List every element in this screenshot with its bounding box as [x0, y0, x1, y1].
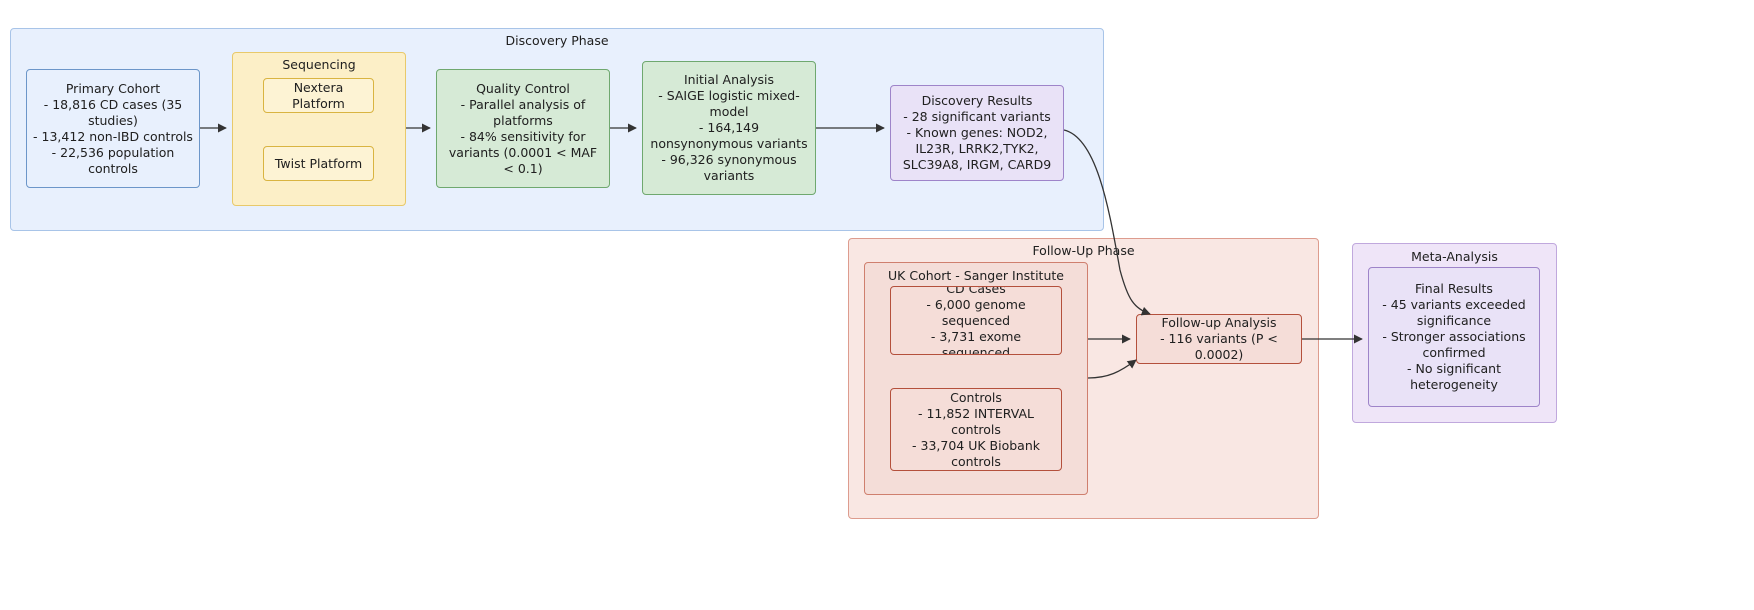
subgraph-sequencing: Sequencing: [232, 52, 406, 206]
subgraph-uk-cohort-title: UK Cohort - Sanger Institute: [888, 268, 1064, 283]
node-primary-cohort-text: Primary Cohort - 18,816 CD cases (35 stu…: [33, 80, 193, 176]
node-controls[interactable]: Controls - 11,852 INTERVAL controls - 33…: [890, 388, 1062, 471]
node-cd-cases[interactable]: CD Cases - 6,000 genome sequenced - 3,73…: [890, 286, 1062, 355]
node-twist-platform-text: Twist Platform: [274, 155, 363, 171]
node-final-results-text: Final Results - 45 variants exceeded sig…: [1382, 281, 1526, 392]
node-twist-platform[interactable]: Twist Platform: [263, 146, 374, 181]
node-discovery-results-text: Discovery Results - 28 significant varia…: [902, 93, 1052, 172]
node-final-results[interactable]: Final Results - 45 variants exceeded sig…: [1368, 267, 1540, 407]
node-followup-analysis-text: Follow-up Analysis - 116 variants (P < 0…: [1160, 315, 1278, 362]
node-initial-analysis-text: Initial Analysis - SAIGE logistic mixed-…: [650, 72, 808, 183]
node-initial-analysis[interactable]: Initial Analysis - SAIGE logistic mixed-…: [642, 61, 816, 195]
subgraph-discovery-phase-title: Discovery Phase: [505, 33, 609, 48]
subgraph-meta-analysis-title: Meta-Analysis: [1411, 249, 1498, 264]
node-cd-cases-text: CD Cases - 6,000 genome sequenced - 3,73…: [926, 286, 1026, 355]
node-nextera-platform[interactable]: Nextera Platform: [263, 78, 374, 113]
node-controls-text: Controls - 11,852 INTERVAL controls - 33…: [912, 389, 1040, 469]
node-quality-control-text: Quality Control - Parallel analysis of p…: [448, 80, 598, 176]
node-nextera-platform-text: Nextera Platform: [292, 79, 345, 111]
node-primary-cohort[interactable]: Primary Cohort - 18,816 CD cases (35 stu…: [26, 69, 200, 188]
subgraph-sequencing-title: Sequencing: [282, 57, 356, 72]
node-discovery-results[interactable]: Discovery Results - 28 significant varia…: [890, 85, 1064, 181]
node-quality-control[interactable]: Quality Control - Parallel analysis of p…: [436, 69, 610, 188]
node-followup-analysis[interactable]: Follow-up Analysis - 116 variants (P < 0…: [1136, 314, 1302, 364]
subgraph-follow-up-phase-title: Follow-Up Phase: [1032, 243, 1135, 258]
